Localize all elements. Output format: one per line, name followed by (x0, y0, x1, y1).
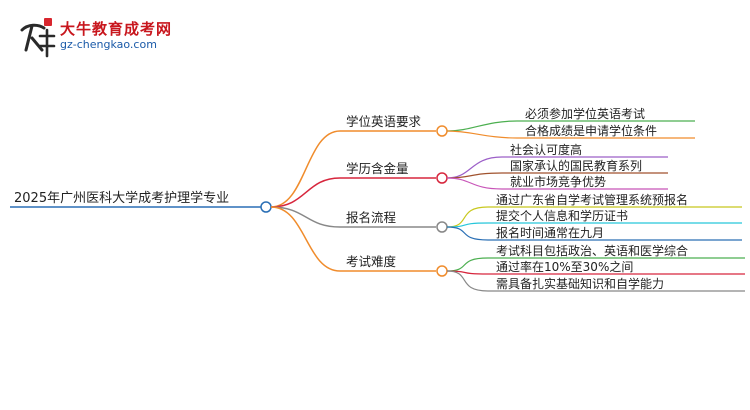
branch-node[interactable] (436, 265, 448, 277)
leaf-label: 合格成绩是申请学位条件 (525, 123, 657, 138)
leaf-label: 必须参加学位英语考试 (525, 106, 645, 121)
leaf-label: 国家承认的国民教育系列 (510, 158, 642, 173)
leaf-label: 就业市场竞争优势 (510, 174, 606, 189)
branch-connector (270, 206, 341, 272)
logo-domain[interactable]: gz-chengkao.com (60, 38, 157, 51)
branch-connector (270, 206, 341, 228)
branch-connector (270, 177, 341, 208)
leaf-connector (446, 257, 489, 272)
branch-label: 考试难度 (346, 254, 397, 269)
leaf-connector (446, 130, 518, 139)
branch-node[interactable] (436, 172, 448, 184)
root-node[interactable] (260, 201, 272, 213)
leaf-label: 社会认可度高 (510, 142, 582, 157)
branch-node[interactable] (436, 125, 448, 137)
site-logo[interactable]: 大牛教育成考网 gz-chengkao.com (14, 16, 174, 60)
leaf-label: 提交个人信息和学历证书 (496, 208, 628, 223)
branch-label: 学位英语要求 (346, 114, 422, 129)
leaf-connector (446, 270, 489, 292)
logo-mark-icon (20, 18, 56, 58)
branch-connector (270, 130, 341, 208)
branch-4: 考试难度 考试科目包括政治、英语和医学综合通过率在10%至30%之间需具备扎实基础… (270, 206, 745, 292)
leaf-connector (446, 226, 489, 241)
branch-node[interactable] (436, 221, 448, 233)
leaf-connector (446, 177, 503, 190)
leaf-connector (446, 172, 503, 179)
leaf-label: 考试科目包括政治、英语和医学综合 (496, 243, 688, 258)
leaf-label: 报名时间通常在九月 (496, 225, 604, 240)
leaf-label: 需具备扎实基础知识和自学能力 (496, 276, 664, 291)
root-label: 2025年广州医科大学成考护理学专业 (14, 190, 229, 206)
leaf-connector (446, 120, 518, 132)
leaf-label: 通过广东省自学考试管理系统预报名 (496, 192, 688, 207)
branch-label: 学历含金量 (346, 161, 409, 176)
leaf-connector (446, 222, 489, 228)
logo-title: 大牛教育成考网 (60, 20, 173, 38)
branch-label: 报名流程 (346, 210, 397, 225)
leaf-label: 通过率在10%至30%之间 (496, 259, 633, 274)
